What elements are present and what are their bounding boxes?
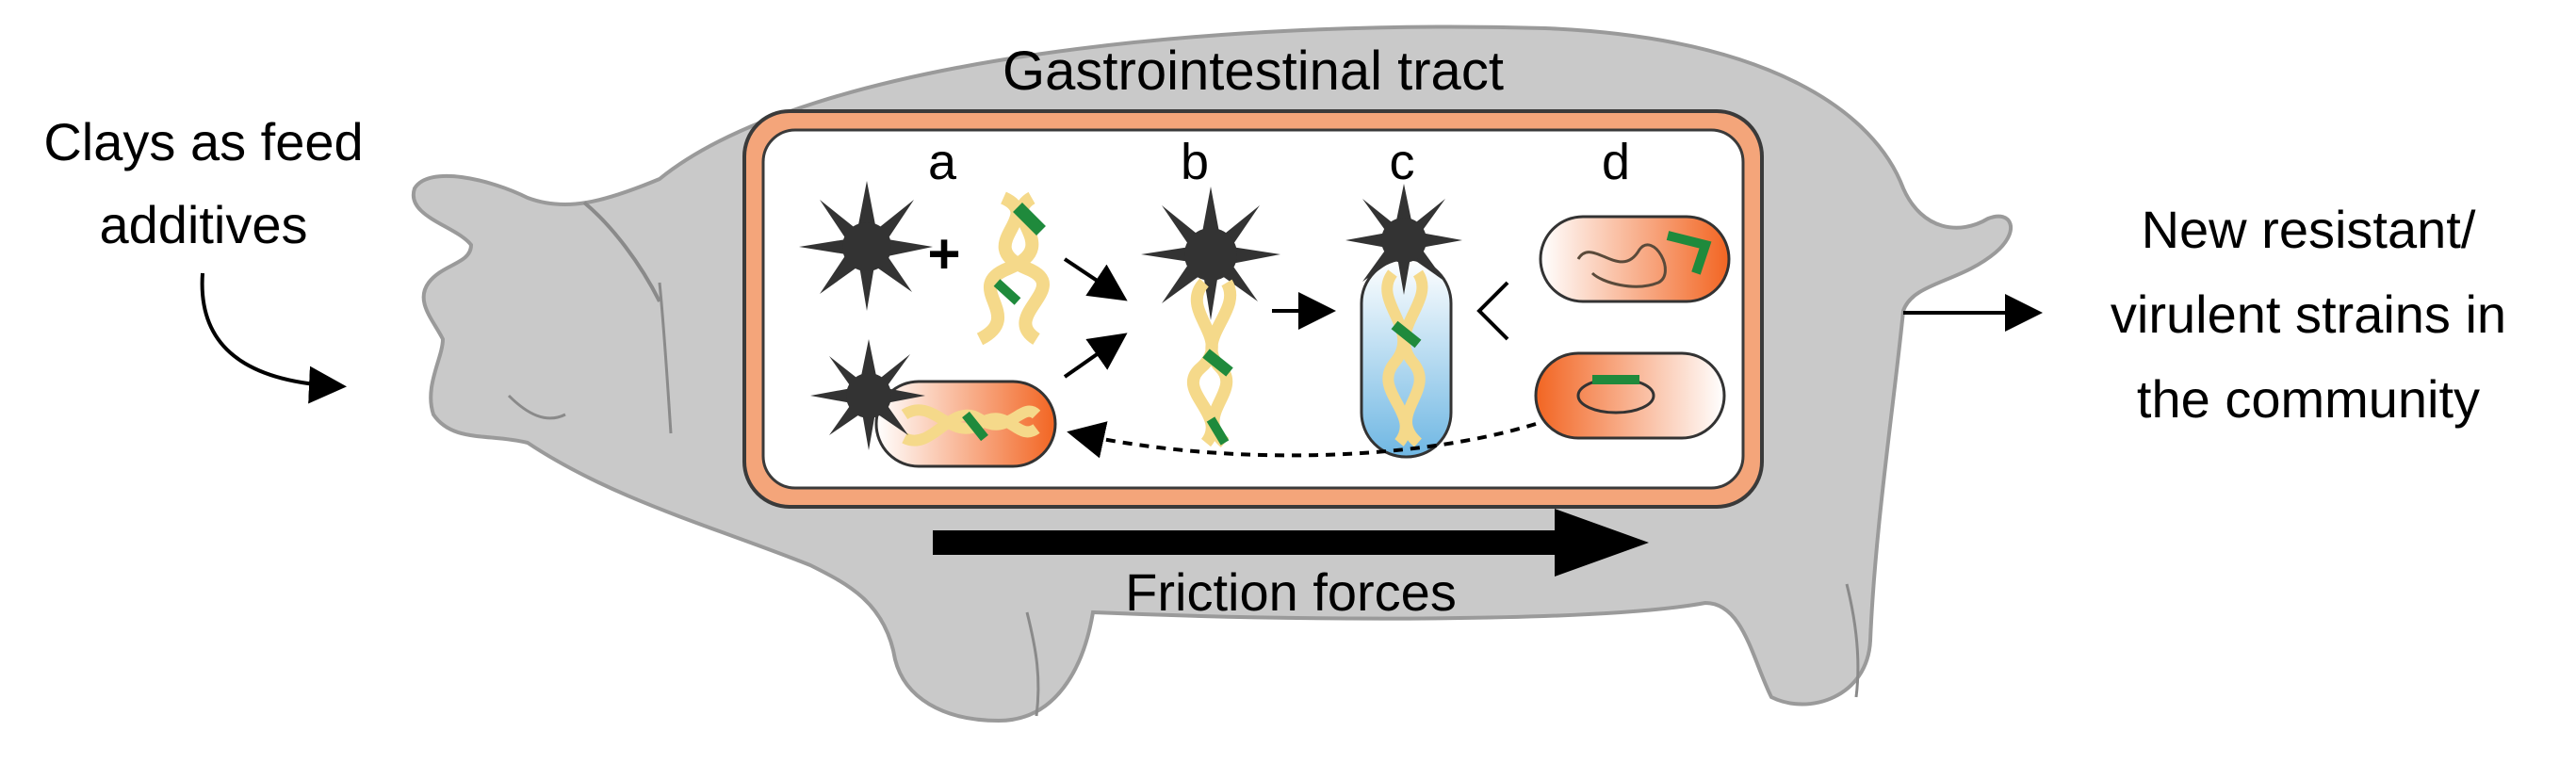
clay-particle-c bbox=[1345, 184, 1462, 295]
left-label-line1: Clays as feed bbox=[43, 112, 363, 171]
step-label-a: a bbox=[928, 134, 957, 190]
step-label-b: b bbox=[1181, 134, 1209, 190]
friction-label: Friction forces bbox=[1125, 562, 1457, 622]
bacterium-c bbox=[1360, 257, 1453, 459]
feed-arrow bbox=[200, 272, 347, 404]
right-label-line3: the community bbox=[2137, 369, 2480, 429]
friction-arrow bbox=[933, 509, 1649, 577]
step-label-c: c bbox=[1390, 134, 1415, 190]
plus-sign: + bbox=[927, 222, 960, 285]
left-label-line2: additives bbox=[99, 195, 307, 254]
tract-title: Gastrointestinal tract bbox=[1003, 41, 1504, 102]
arrow-a-to-b-top bbox=[1063, 257, 1128, 301]
right-label-line2: virulent strains in bbox=[2111, 284, 2506, 344]
clay-particle-a-bottom bbox=[810, 339, 925, 450]
clay-particle-b bbox=[1141, 187, 1280, 320]
right-label-line1: New resistant/ bbox=[2142, 200, 2476, 259]
step-label-d: d bbox=[1602, 134, 1630, 190]
dashed-return-arrow bbox=[1067, 421, 1537, 459]
branch-arrow-c-to-d bbox=[1476, 281, 1509, 341]
bacterium-d-top bbox=[1539, 215, 1731, 303]
clay-particle-a-top bbox=[799, 181, 933, 311]
bacterium-d-bottom bbox=[1534, 351, 1726, 440]
bacterium-a bbox=[874, 380, 1057, 468]
dna-helix-b bbox=[1187, 278, 1237, 447]
dna-helix-a bbox=[976, 191, 1050, 346]
arrow-a-to-b-bottom bbox=[1063, 333, 1128, 379]
